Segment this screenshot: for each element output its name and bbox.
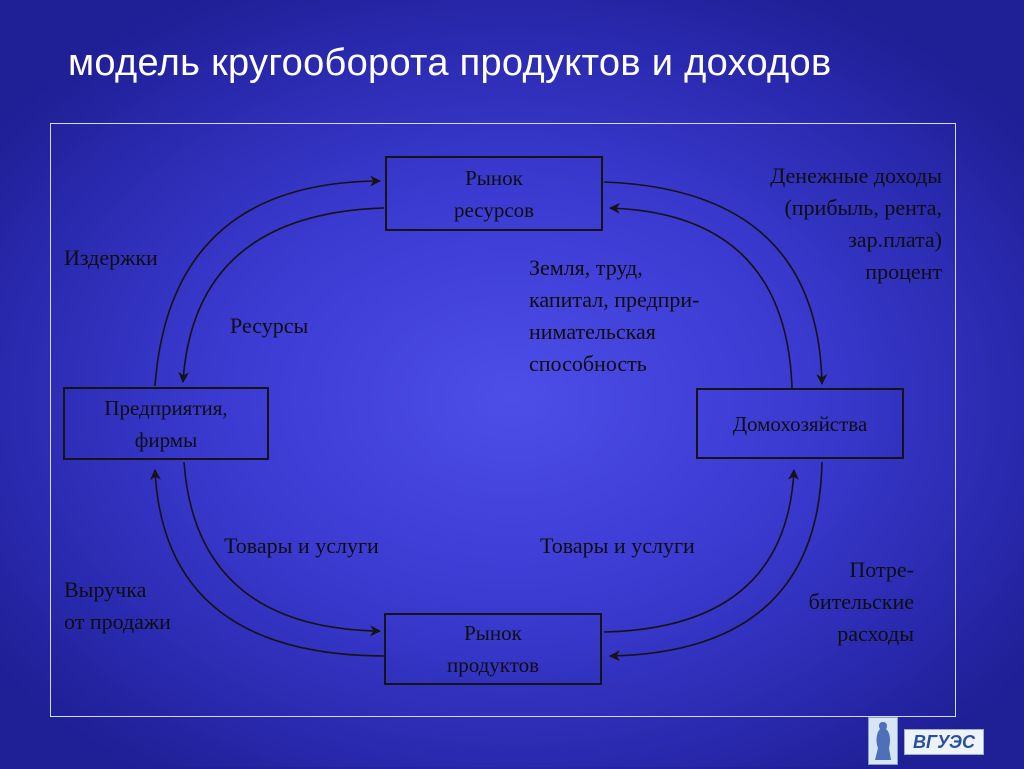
arrow-spending-outer bbox=[608, 461, 823, 662]
product-market-label: Рынок продуктов bbox=[446, 621, 540, 677]
label-factors: Земля, труд, капитал, предпри- нимательс… bbox=[529, 255, 700, 376]
arrow-goods-left-inner bbox=[183, 461, 382, 637]
label-money-income: Денежные доходы (прибыль, рента, зар.пла… bbox=[770, 163, 942, 284]
diagram-frame bbox=[50, 123, 956, 717]
arrow-goods-right-inner bbox=[603, 468, 799, 633]
label-resources: Ресурсы bbox=[230, 313, 309, 338]
arrow-revenue-outer bbox=[149, 468, 385, 657]
slide-title: модель кругооборота продуктов и доходов bbox=[68, 42, 832, 84]
firms-label: Предприятия, фирмы bbox=[104, 395, 228, 452]
resource-market-box: Рынок ресурсов bbox=[385, 156, 603, 231]
resource-market-label: Рынок ресурсов bbox=[453, 165, 535, 222]
households-label: Домохозяйства bbox=[732, 411, 868, 436]
product-market-box: Рынок продуктов bbox=[384, 613, 602, 685]
arrow-factors-inner bbox=[608, 202, 793, 389]
label-goods-right: Товары и услуги bbox=[540, 533, 695, 558]
arrow-income-outer bbox=[603, 181, 828, 386]
university-logo: ВГУЭС bbox=[868, 717, 988, 765]
arrow-costs-outer bbox=[154, 175, 382, 387]
label-costs: Издержки bbox=[64, 245, 158, 270]
households-box: Домохозяйства bbox=[696, 388, 904, 459]
logo-figure-icon bbox=[868, 717, 898, 765]
label-revenue: Выручка от продажи bbox=[64, 577, 171, 634]
arrow-resources-inner bbox=[178, 207, 385, 384]
label-goods-left: Товары и услуги bbox=[224, 533, 379, 558]
firms-box: Предприятия, фирмы bbox=[63, 387, 269, 460]
label-consumer-spending: Потре- бительские расходы bbox=[808, 557, 914, 646]
logo-text: ВГУЭС bbox=[904, 729, 984, 755]
